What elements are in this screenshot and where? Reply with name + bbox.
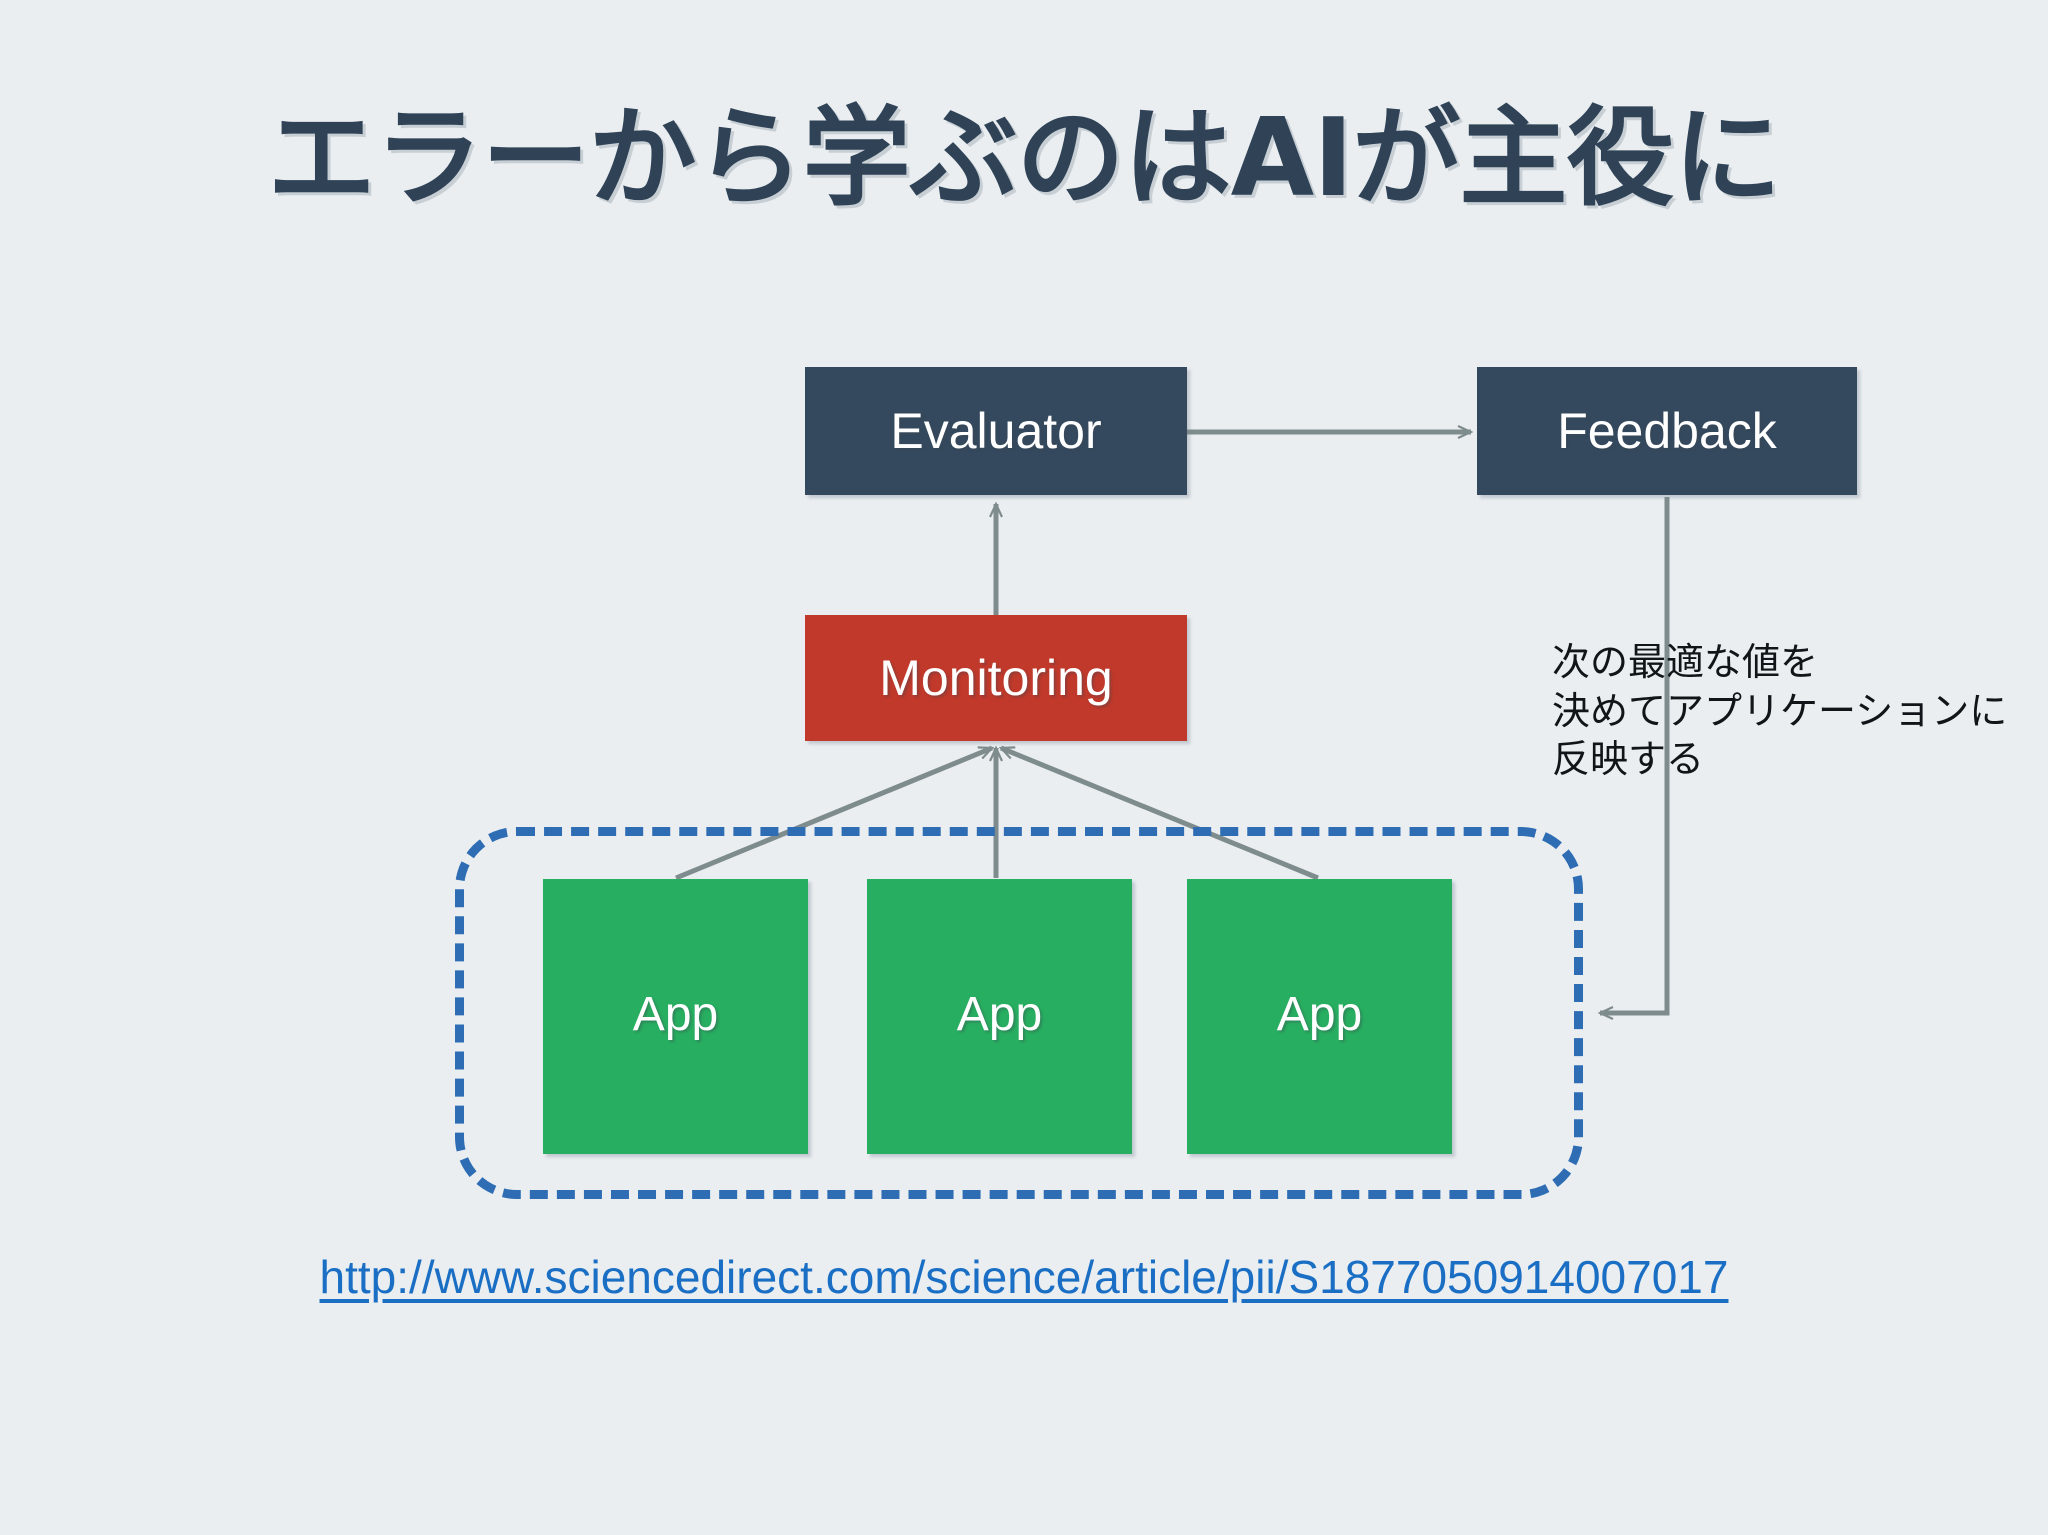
node-app-2-label: App [956, 988, 1043, 1041]
page-title: エラーから学ぶのはAIが主役に [267, 96, 1782, 221]
node-app-3-label: App [1276, 988, 1363, 1041]
node-app-1[interactable]: App [543, 879, 808, 1154]
app-group-boundary [455, 827, 1583, 1199]
node-evaluator-label: Evaluator [890, 403, 1102, 459]
feedback-annotation-text: 次の最適な値を 決めてアプリケーションに 反映する [1552, 640, 2008, 782]
node-feedback[interactable]: Feedback [1477, 367, 1857, 495]
source-url-link[interactable]: http://www.sciencedirect.com/science/art… [319, 1251, 1729, 1303]
node-monitoring[interactable]: Monitoring [805, 615, 1187, 741]
node-app-2[interactable]: App [867, 879, 1132, 1154]
node-monitoring-label: Monitoring [879, 650, 1113, 706]
node-evaluator[interactable]: Evaluator [805, 367, 1187, 495]
node-app-1-label: App [632, 988, 719, 1041]
node-feedback-label: Feedback [1557, 403, 1777, 459]
node-app-3[interactable]: App [1187, 879, 1452, 1154]
